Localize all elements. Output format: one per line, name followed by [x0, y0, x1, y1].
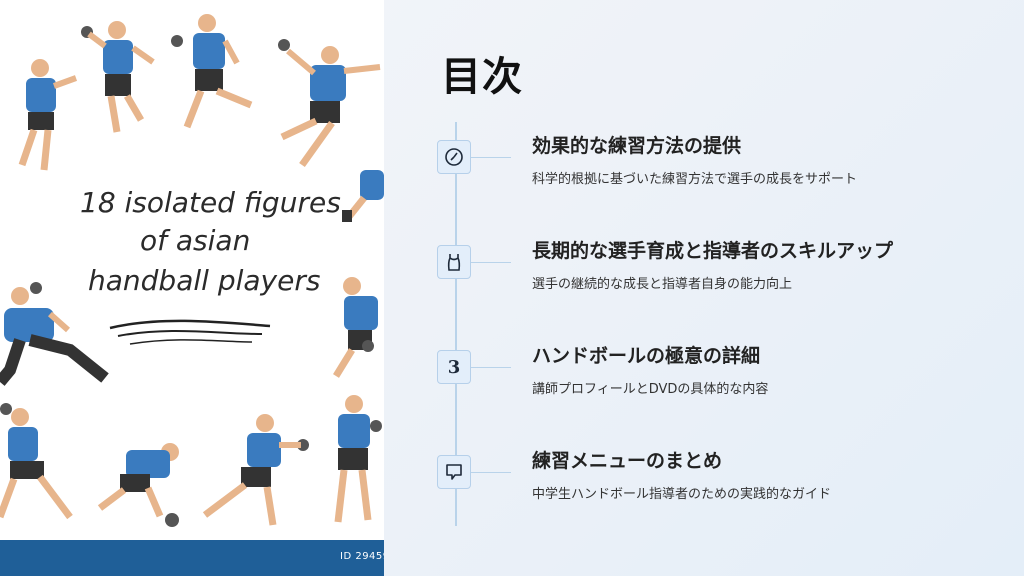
player-figure [0, 282, 109, 386]
player-figure [81, 21, 155, 133]
toc-item-title: ハンドボールの極意の詳細 [532, 345, 761, 367]
illustration-caption-line-1: 18 isolated figures [80, 186, 341, 219]
player-figure [18, 59, 78, 171]
decorative-swoosh [109, 319, 271, 330]
jersey-icon [447, 254, 461, 271]
toc-item-title: 練習メニューのまとめ [532, 450, 723, 472]
player-figure [202, 414, 309, 526]
number-three-icon: 3 [447, 356, 461, 378]
handball-players-drawing: 18 isolated figures of asian handball pl… [0, 14, 384, 527]
player-figure [0, 403, 73, 520]
toc-item-description: 選手の継続的な成長と指導者自身の能力向上 [532, 277, 793, 292]
player-figure [97, 443, 179, 527]
timeline-connector [471, 262, 511, 263]
timeline-line [455, 122, 457, 526]
timeline-connector [471, 472, 511, 473]
toc-icon-box [437, 455, 471, 489]
image-id-label: ID 29459 [340, 551, 384, 562]
illustration-caption-line-3: handball players [88, 264, 320, 297]
toc-item-description: 講師プロフィールとDVDの具体的な内容 [532, 382, 769, 397]
illustration-caption-line-2: of asian [140, 224, 250, 257]
timeline-connector [471, 157, 511, 158]
toc-icon-box: 3 [437, 350, 471, 384]
toc-item-2[interactable]: 長期的な選手育成と指導者のスキルアップ 選手の継続的な成長と指導者自身の能力向上 [437, 240, 997, 325]
player-figure [333, 277, 378, 378]
timeline-connector [471, 367, 511, 368]
clock-icon [445, 148, 463, 166]
toc-item-1[interactable]: 効果的な練習方法の提供 科学的根拠に基づいた練習方法で選手の成長をサポート [437, 135, 997, 220]
player-figure [171, 14, 253, 129]
watermark-bar [0, 540, 384, 576]
toc-item-4[interactable]: 練習メニューのまとめ 中学生ハンドボール指導者のための実践的なガイド [437, 450, 997, 535]
toc-item-title: 長期的な選手育成と指導者のスキルアップ [532, 240, 894, 262]
player-figure [334, 395, 382, 523]
toc-item-description: 科学的根拠に基づいた練習方法で選手の成長をサポート [532, 172, 858, 187]
handball-illustration: 18 isolated figures of asian handball pl… [0, 0, 384, 576]
player-figure [278, 39, 381, 168]
speech-bubble-icon [446, 464, 462, 480]
player-figure [342, 170, 384, 222]
toc-item-description: 中学生ハンドボール指導者のための実践的なガイド [532, 487, 832, 502]
toc-icon-box [437, 245, 471, 279]
toc-item-title: 効果的な練習方法の提供 [532, 135, 742, 157]
toc-icon-box [437, 140, 471, 174]
toc-item-3[interactable]: 3 ハンドボールの極意の詳細 講師プロフィールとDVDの具体的な内容 [437, 345, 997, 430]
page-title: 目次 [441, 54, 523, 100]
